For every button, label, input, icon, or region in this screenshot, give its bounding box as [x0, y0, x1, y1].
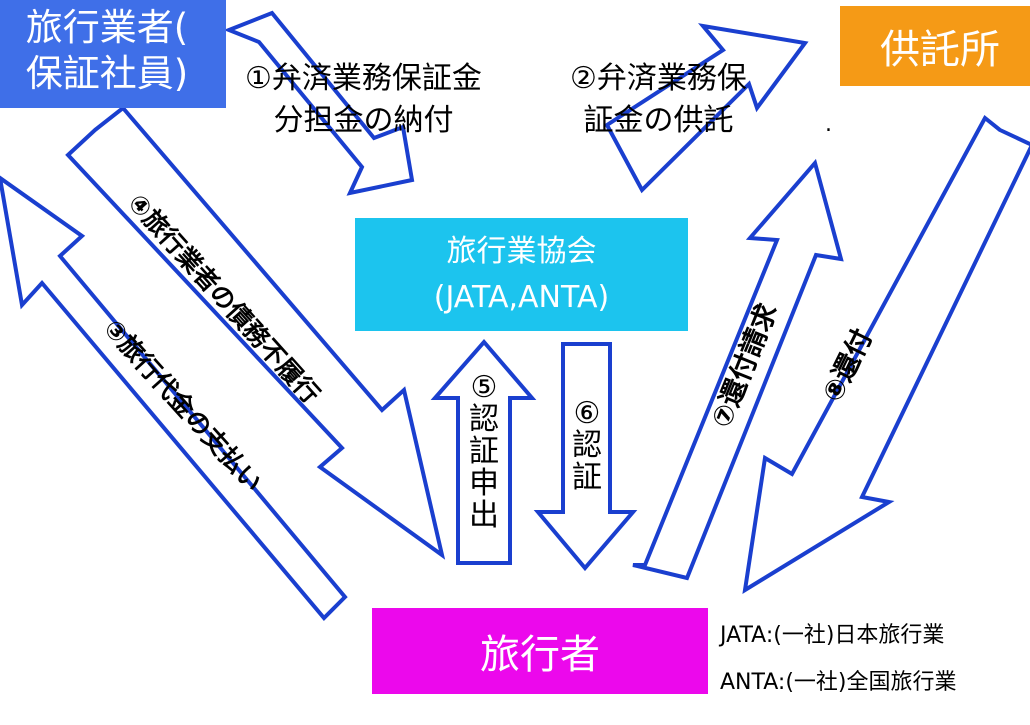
step5-char: 申	[469, 466, 499, 501]
arrow-step7	[632, 158, 844, 581]
step6-char: 認	[572, 428, 602, 463]
jata-note: JATA:(一社)日本旅行業	[720, 623, 945, 648]
step2-line2: 証金の供託	[583, 103, 734, 138]
step1-line1: ①弁済業務保証金	[245, 61, 482, 96]
step1-label: ①弁済業務保証金 分担金の納付	[245, 58, 482, 142]
step5-char: 認	[469, 402, 499, 437]
depository-box: 供託所	[840, 6, 1030, 86]
step5-char: 出	[469, 498, 499, 533]
arrow-step5	[430, 338, 537, 565]
step6-label: ⑥ 認 証	[567, 398, 607, 494]
travel-association-box: 旅行業協会 (JATA,ANTA)	[355, 218, 688, 331]
travel-agent-line2: 保証社員)	[25, 52, 189, 95]
step6-char: ⑥	[573, 396, 601, 431]
arrow-step2	[604, 23, 809, 194]
arrow-step6	[533, 342, 638, 572]
arrow-step1	[223, 10, 415, 196]
step2-label: ②弁済業務保 証金の供託	[570, 58, 747, 142]
step2-line1: ②弁済業務保	[570, 61, 747, 96]
association-line2: (JATA,ANTA)	[433, 279, 610, 315]
association-line1: 旅行業協会	[446, 233, 597, 269]
anta-note: ANTA:(一社)全国旅行業	[720, 670, 957, 695]
depository-label: 供託所	[880, 27, 1000, 73]
arrow-step4	[65, 105, 446, 560]
arrow-step3	[0, 175, 348, 621]
traveler-box: 旅行者	[372, 608, 708, 694]
travel-agent-line1: 旅行業者(	[25, 6, 189, 49]
step5-char: ⑤	[470, 370, 498, 405]
step5-char: 証	[469, 434, 499, 469]
traveler-label: 旅行者	[480, 632, 600, 678]
step5-label: ⑤ 認 証 申 出	[464, 372, 504, 532]
stray-dot: .	[825, 112, 832, 137]
step6-char: 証	[572, 460, 602, 495]
arrow-step8	[742, 114, 1030, 594]
step1-line2: 分担金の納付	[273, 103, 454, 138]
travel-agent-box: 旅行業者( 保証社員)	[0, 0, 226, 108]
